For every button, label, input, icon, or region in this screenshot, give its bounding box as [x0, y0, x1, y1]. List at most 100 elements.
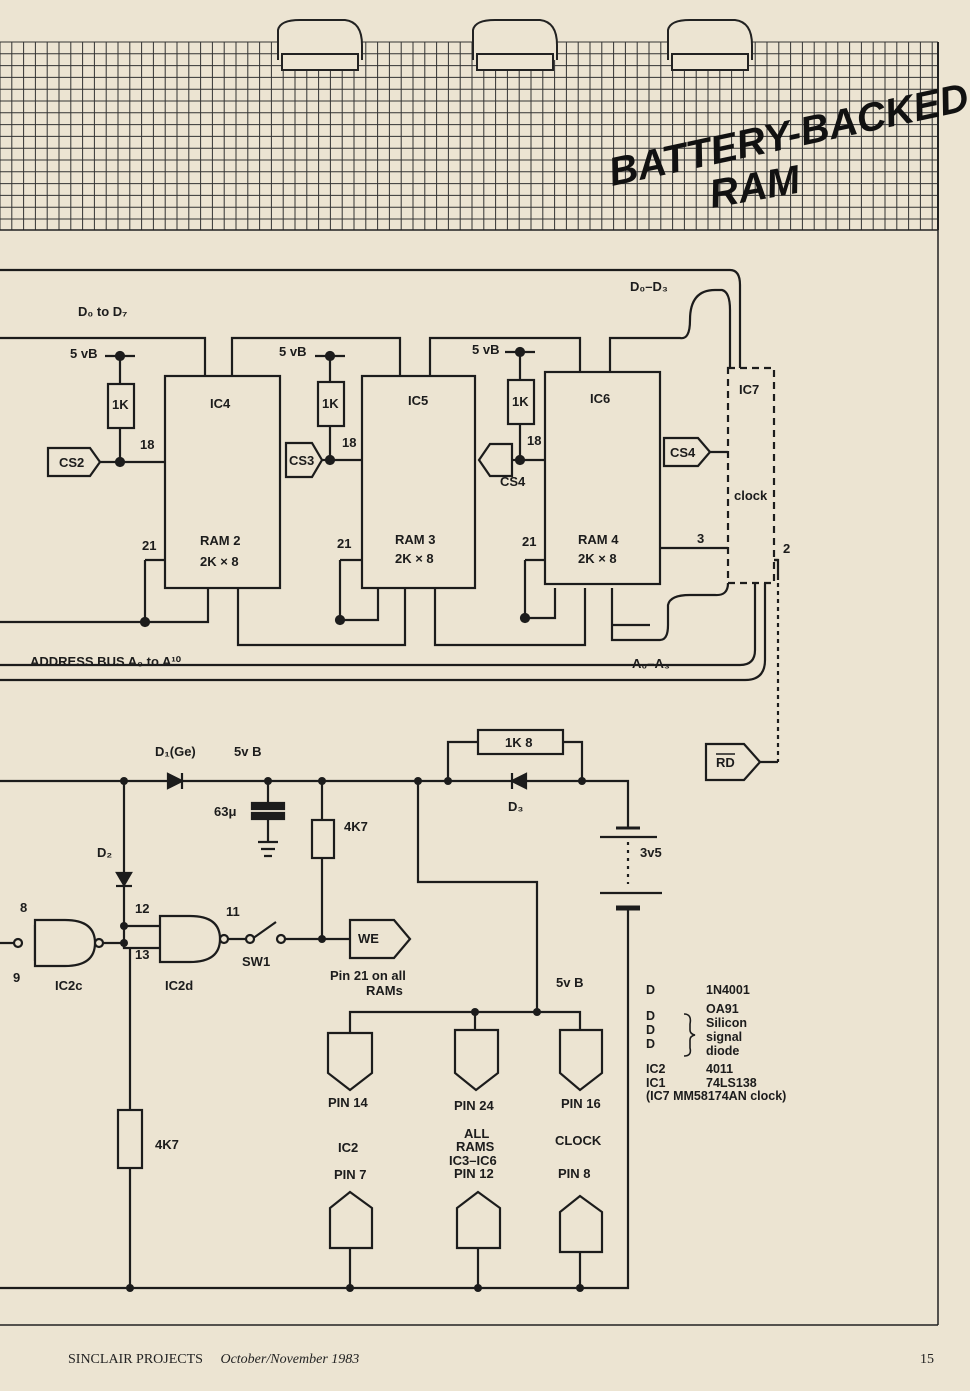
resistor-4k7-top — [310, 818, 336, 860]
pin-11-label: 11 — [226, 904, 240, 919]
pin-18-ram2: 18 — [140, 437, 154, 452]
binder-clips — [277, 19, 753, 71]
key-brace — [683, 1013, 696, 1057]
resistor-1k8-label: 1K 8 — [505, 735, 532, 750]
chip-ic5-name: RAM 3 — [395, 532, 435, 547]
lower-labels: D₁(Ge) 5v B 63μ 4K7 1K 8 D₃ 3v5 D₂ 8 9 1… — [13, 735, 662, 1182]
rams-pin12-connector — [455, 1190, 502, 1250]
we-connector — [348, 918, 412, 960]
supply-label-1: 5 vB — [70, 346, 97, 361]
data-bus-label: D₀ to D₇ — [78, 304, 127, 319]
address-bus-label: ADDRESS BUS A₀ to A¹⁰ — [30, 654, 182, 669]
rams-label-3: IC3–IC6 — [449, 1153, 497, 1168]
cs4-ic7-label: CS4 — [670, 445, 696, 460]
key-value-7: 74LS138 — [706, 1076, 757, 1090]
pin-24-label: PIN 24 — [454, 1098, 495, 1113]
pin-12-label: 12 — [135, 901, 149, 916]
data-bus-ic7-label: D₀–D₃ — [630, 279, 668, 294]
key-value-2: OA91 — [706, 1002, 739, 1016]
publication-issue: October/November 1983 — [220, 1352, 360, 1367]
rams-label-2: RAMS — [456, 1139, 495, 1154]
capacitor-label: 63μ — [214, 804, 236, 819]
upper-components — [163, 366, 776, 590]
upper-circuit — [0, 268, 780, 682]
graph-paper-header — [0, 41, 939, 230]
resistor-label-2: 1K — [322, 396, 339, 411]
diode-d2 — [115, 871, 133, 888]
capacitor-63u — [250, 801, 286, 811]
pin-21-ram3: 21 — [337, 536, 351, 551]
chip-ic6-size: 2K × 8 — [578, 551, 617, 566]
chip-ic5-id: IC5 — [408, 393, 428, 408]
ic2-label: IC2 — [338, 1140, 358, 1155]
chip-ic4-size: 2K × 8 — [200, 554, 239, 569]
clock-label: CLOCK — [555, 1133, 602, 1148]
supply-label-3: 5 vB — [472, 342, 499, 357]
clock-pin8-label: PIN 8 — [558, 1166, 591, 1181]
lower-components — [12, 728, 662, 1254]
chip-ic4-id: IC4 — [210, 396, 231, 411]
chip-ic6 — [543, 370, 662, 586]
resistor-label-3: 1K — [512, 394, 529, 409]
chip-ic4-name: RAM 2 — [200, 533, 240, 548]
parts-key: D 1N4001 D OA91 D Silicon D signal diode… — [646, 983, 786, 1103]
key-value-1: 1N4001 — [706, 983, 750, 997]
d3-label: D₃ — [508, 799, 523, 814]
ic2d-label: IC2d — [165, 978, 193, 993]
resistor-4k7-bottom — [116, 1108, 144, 1170]
supply-5vb-label: 5v B — [234, 744, 261, 759]
pin-3-ic7: 3 — [697, 531, 704, 546]
key-value-5: diode — [706, 1044, 739, 1058]
chip-ic6-name: RAM 4 — [578, 532, 619, 547]
battery-label: 3v5 — [640, 845, 662, 860]
footer-publication: SINCLAIR PROJECTS October/November 1983 — [68, 1352, 359, 1368]
publication-name: SINCLAIR PROJECTS — [68, 1352, 203, 1367]
page-number: 15 — [920, 1352, 934, 1367]
resistor-4k7-bottom-label: 4K7 — [155, 1137, 179, 1152]
page-frame — [0, 229, 939, 1326]
lower-circuit-wires — [0, 740, 630, 1290]
sw1-label: SW1 — [242, 954, 270, 969]
pin-14-connector — [326, 1031, 374, 1092]
we-label: WE — [358, 931, 379, 946]
chip-ic7-id: IC7 — [739, 382, 759, 397]
chip-ic6-id: IC6 — [590, 391, 610, 406]
d2-label: D₂ — [97, 845, 112, 860]
key-ref-4: D — [646, 1037, 655, 1051]
pin-24-connector — [453, 1028, 500, 1092]
nand-gate-ic2c — [33, 918, 97, 968]
chip-ic7 — [726, 366, 776, 585]
rd-label: RD — [716, 755, 735, 770]
supply-label-2: 5 vB — [279, 344, 306, 359]
cs2-label: CS2 — [59, 455, 84, 470]
lower-junctions — [120, 777, 586, 1292]
key-value-4: signal — [706, 1030, 742, 1044]
pin-16-connector — [558, 1028, 604, 1092]
pin-21-ram4: 21 — [522, 534, 536, 549]
key-ref-7: IC1 — [646, 1076, 666, 1090]
pin-16-label: PIN 16 — [561, 1096, 601, 1111]
pin-13-label: 13 — [135, 947, 149, 962]
chip-ic5-size: 2K × 8 — [395, 551, 434, 566]
upper-labels: D₀ to D₇ D₀–D₃ ADDRESS BUS A₀ to A¹⁰ A₀–… — [30, 279, 790, 770]
ic2-pin7-label: PIN 7 — [334, 1167, 367, 1182]
d1-label: D₁(Ge) — [155, 744, 196, 759]
key-ref-2: D — [646, 1009, 655, 1023]
chip-ic4 — [163, 374, 282, 590]
we-note-2: RAMs — [366, 983, 403, 998]
ic2-pin7-connector — [328, 1190, 374, 1250]
rams-label-4: PIN 12 — [454, 1166, 494, 1181]
pin-2-ic7: 2 — [783, 541, 790, 556]
supply-5vb-right-label: 5v B — [556, 975, 583, 990]
key-ref-1: D — [646, 983, 655, 997]
resistor-4k7-top-label: 4K7 — [344, 819, 368, 834]
key-value-6: 4011 — [706, 1062, 733, 1076]
key-ref-3: D — [646, 1023, 655, 1037]
key-ref-6: IC2 — [646, 1062, 666, 1076]
rams-label-1: ALL — [464, 1126, 489, 1141]
pin-14-label: PIN 14 — [328, 1095, 369, 1110]
clock-pin8-connector — [558, 1194, 604, 1254]
cs4-label: CS4 — [500, 474, 526, 489]
chip-ic5 — [360, 374, 477, 590]
